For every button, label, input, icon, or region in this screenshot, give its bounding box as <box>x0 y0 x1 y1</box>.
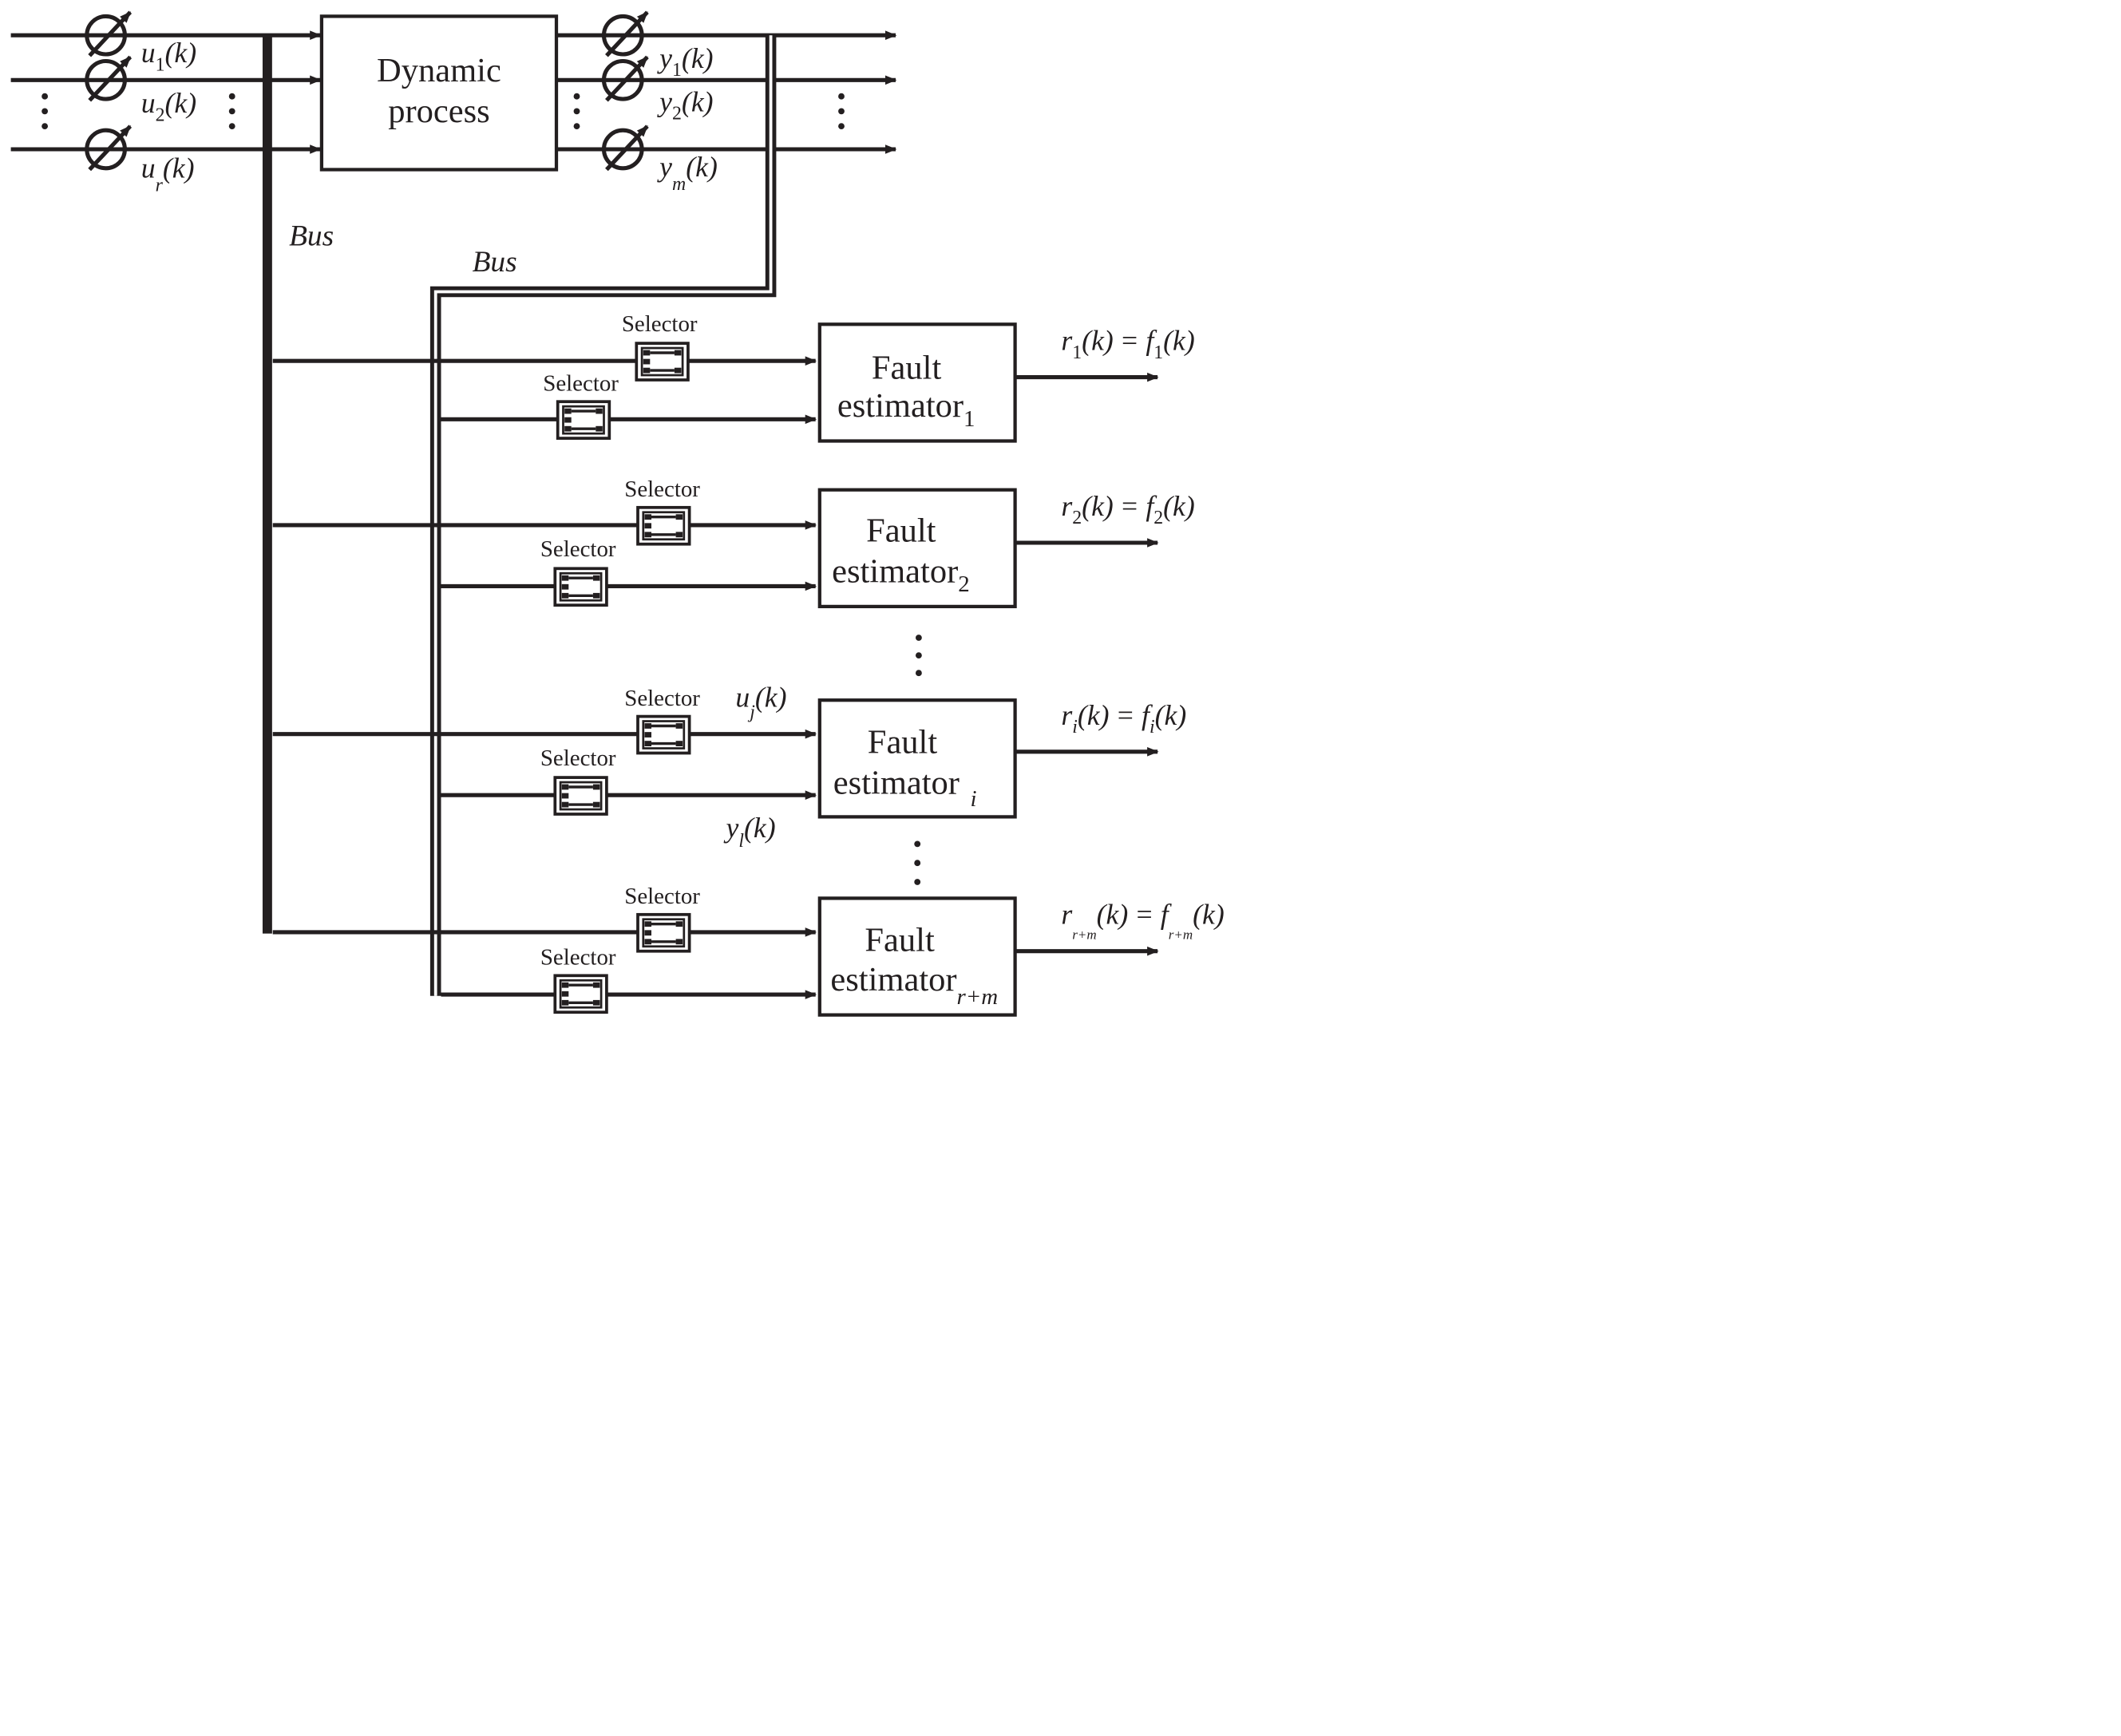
input-bus: Bus <box>262 35 334 934</box>
input-signals: u1(k) u2(k) ur(k) <box>10 10 322 196</box>
selector-switch-icon <box>553 974 608 1014</box>
input-sensor-icon-2 <box>85 55 133 102</box>
residual-label-i: ri(k)=fi(k) <box>1061 699 1186 738</box>
output-ellipsis-left <box>573 93 580 130</box>
output-label-ym: ym(k) <box>657 151 718 195</box>
fault-estimator-name-2: estimator2 <box>832 552 970 597</box>
estimator-ellipsis-2 <box>914 840 921 885</box>
signal-label-yl: yl(k) <box>724 812 776 852</box>
output-signals: y1(k) y2(k) ym(k) <box>556 10 897 195</box>
residual-label-1: r1(k)=f1(k) <box>1061 325 1194 363</box>
estimator-row-i: Selector Selector uj(k) yl(k) Fault esti… <box>272 682 1186 852</box>
output-bus: Bus <box>429 35 777 996</box>
fault-estimator-title-1: Fault <box>872 349 942 386</box>
output-bus-outer <box>429 35 777 996</box>
fault-estimator-title-i: Fault <box>868 724 938 761</box>
selector-label: Selector <box>543 371 619 397</box>
input-label-u2: u2(k) <box>141 87 196 125</box>
selector-label: Selector <box>540 745 616 771</box>
fault-estimator-box-2 <box>817 488 1017 609</box>
output-sensor-icon-m <box>601 125 649 172</box>
output-label-y1: y1(k) <box>657 42 713 81</box>
estimator-ellipsis-1 <box>915 635 922 677</box>
estimator-row-1: Selector Selector Fault estimator1 r1(k)… <box>272 311 1195 443</box>
dynamic-process-title-1: Dynamic <box>377 52 501 89</box>
selector-switch-icon <box>636 912 691 953</box>
residual-label-2: r2(k)=f2(k) <box>1061 490 1194 528</box>
fault-estimator-title-2: Fault <box>866 512 936 549</box>
selector-label: Selector <box>624 686 700 711</box>
dynamic-process-block: Dynamic process <box>319 14 559 172</box>
selector-label: Selector <box>624 477 700 502</box>
diagram-content: u1(k) u2(k) ur(k) Dynamic process <box>10 10 1225 1017</box>
input-label-ur: ur(k) <box>141 152 195 196</box>
input-label-u1: u1(k) <box>141 37 196 75</box>
output-ellipsis-right <box>838 93 845 130</box>
selector-label: Selector <box>622 311 698 337</box>
output-bus-inner <box>433 35 773 996</box>
selector-switch-icon <box>635 342 690 382</box>
output-bus-label: Bus <box>473 246 517 279</box>
output-sensor-icon-1 <box>601 10 649 57</box>
input-sensor-icon-1 <box>85 10 133 57</box>
signal-label-uj: uj(k) <box>735 682 786 723</box>
dynamic-process-title-2: process <box>388 93 489 130</box>
fault-estimator-box-r-plus-m <box>817 896 1017 1017</box>
output-sensor-icon-2 <box>601 55 649 102</box>
selector-switch-icon <box>553 567 608 607</box>
fault-estimator-box-1 <box>817 322 1017 443</box>
selector-label: Selector <box>540 536 616 562</box>
input-ellipsis-left <box>42 93 49 130</box>
estimator-row-2: Selector Selector Fault estimator2 r2(k)… <box>272 477 1195 609</box>
input-ellipsis-right <box>228 93 235 130</box>
selector-label: Selector <box>624 884 700 909</box>
selector-label: Selector <box>540 945 616 971</box>
output-label-y2: y2(k) <box>657 85 713 124</box>
selector-switch-icon <box>553 776 608 816</box>
selector-switch-icon <box>636 505 691 546</box>
selector-switch-icon <box>556 400 611 440</box>
residual-label-r-plus-m: rr+m(k)=fr+m(k) <box>1061 899 1224 943</box>
dynamic-process-box <box>319 14 559 172</box>
fault-estimator-name-1: estimator1 <box>837 387 975 432</box>
selector-switch-icon <box>636 714 691 755</box>
fault-estimator-title-r-plus-m: Fault <box>865 922 935 959</box>
estimator-row-r-plus-m: Selector Selector Fault estimatorr+m rr+… <box>272 884 1225 1017</box>
input-bus-label: Bus <box>289 220 334 253</box>
fault-estimator-name-r-plus-m: estimatorr+m <box>830 961 998 1010</box>
input-sensor-icon-r <box>85 125 133 172</box>
fault-estimator-box-i <box>817 698 1017 819</box>
